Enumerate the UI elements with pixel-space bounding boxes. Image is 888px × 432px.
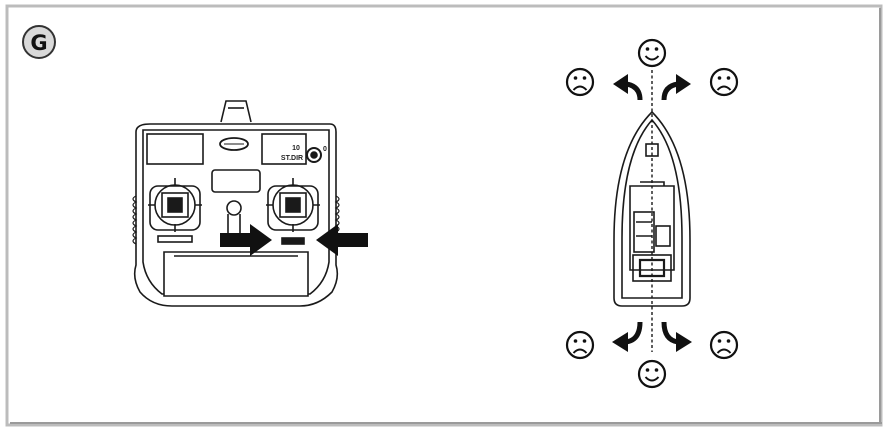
section-badge: G [22, 25, 56, 59]
sad-face-icon [565, 330, 595, 360]
trim-label: ST.DIR [281, 155, 303, 162]
sad-face-icon [709, 330, 739, 360]
curved-arrow-icon [661, 321, 692, 352]
trim-label-top: 10 [292, 145, 300, 152]
sad-face-icon [709, 67, 739, 97]
arrow-right-icon [220, 224, 272, 256]
trim-dial-labels: 10 ST.DIR 0 [281, 145, 327, 162]
sad-face-icon [565, 67, 595, 97]
arrow-left-icon [316, 224, 368, 256]
curved-arrow-icon [613, 74, 643, 101]
curved-arrow-icon [612, 321, 643, 352]
curved-arrow-icon [661, 74, 691, 101]
trim-label-side: 0 [323, 146, 327, 153]
section-badge-letter: G [30, 31, 47, 55]
happy-face-icon [637, 359, 667, 389]
transmitter-illustration [132, 100, 340, 307]
happy-face-icon [637, 38, 667, 68]
